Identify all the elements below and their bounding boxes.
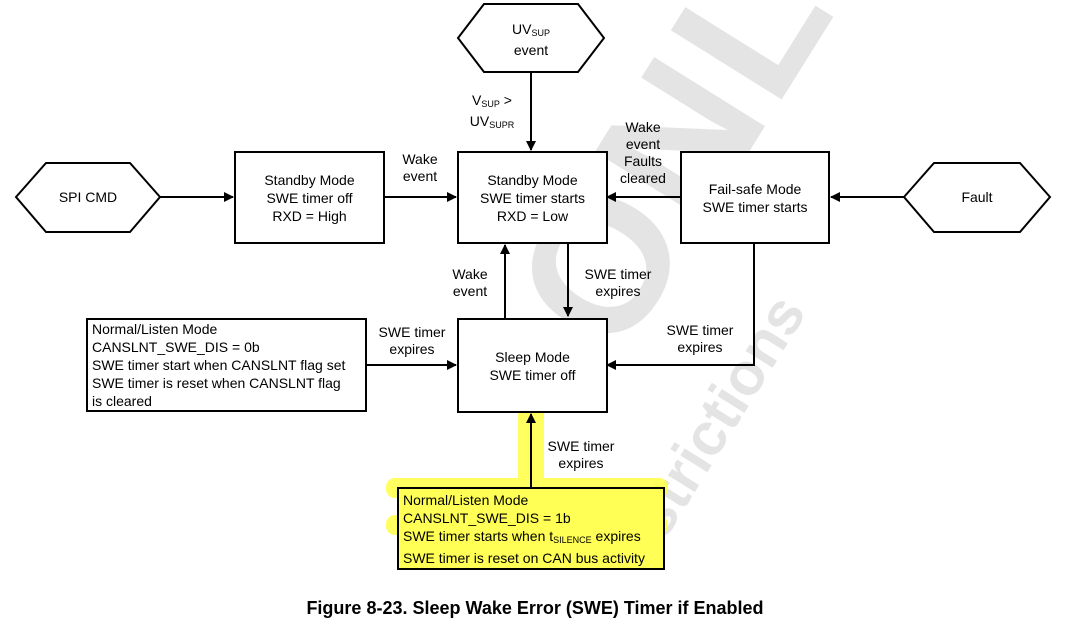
vsup-uvsupr-label: VSUP >UVSUPR bbox=[469, 92, 515, 130]
normal-listen-dis0-box: Normal/Listen Mode CANSLNT_SWE_DIS = 0b … bbox=[86, 318, 367, 412]
standby-mode-rxd-high-box: Standby Mode SWE timer off RXD = High bbox=[234, 151, 385, 244]
normal-listen-dis1-box: Normal/Listen Mode CANSLNT_SWE_DIS = 1b … bbox=[397, 487, 665, 570]
figure-caption: Figure 8-23. Sleep Wake Error (SWE) Time… bbox=[306, 598, 764, 618]
failsafe-mode-box: Fail-safe Mode SWE timer starts bbox=[680, 151, 830, 244]
standby-mode-rxd-low-box: Standby Mode SWE timer starts RXD = Low bbox=[457, 151, 608, 244]
connectors bbox=[160, 72, 904, 487]
spi-cmd-label: SPI CMD bbox=[58, 189, 118, 205]
hexagon-uvsup bbox=[456, 3, 606, 73]
sleep-mode-box: Sleep Mode SWE timer off bbox=[457, 318, 608, 413]
fault-label: Fault bbox=[961, 189, 993, 205]
hexagon-fault bbox=[902, 162, 1052, 233]
